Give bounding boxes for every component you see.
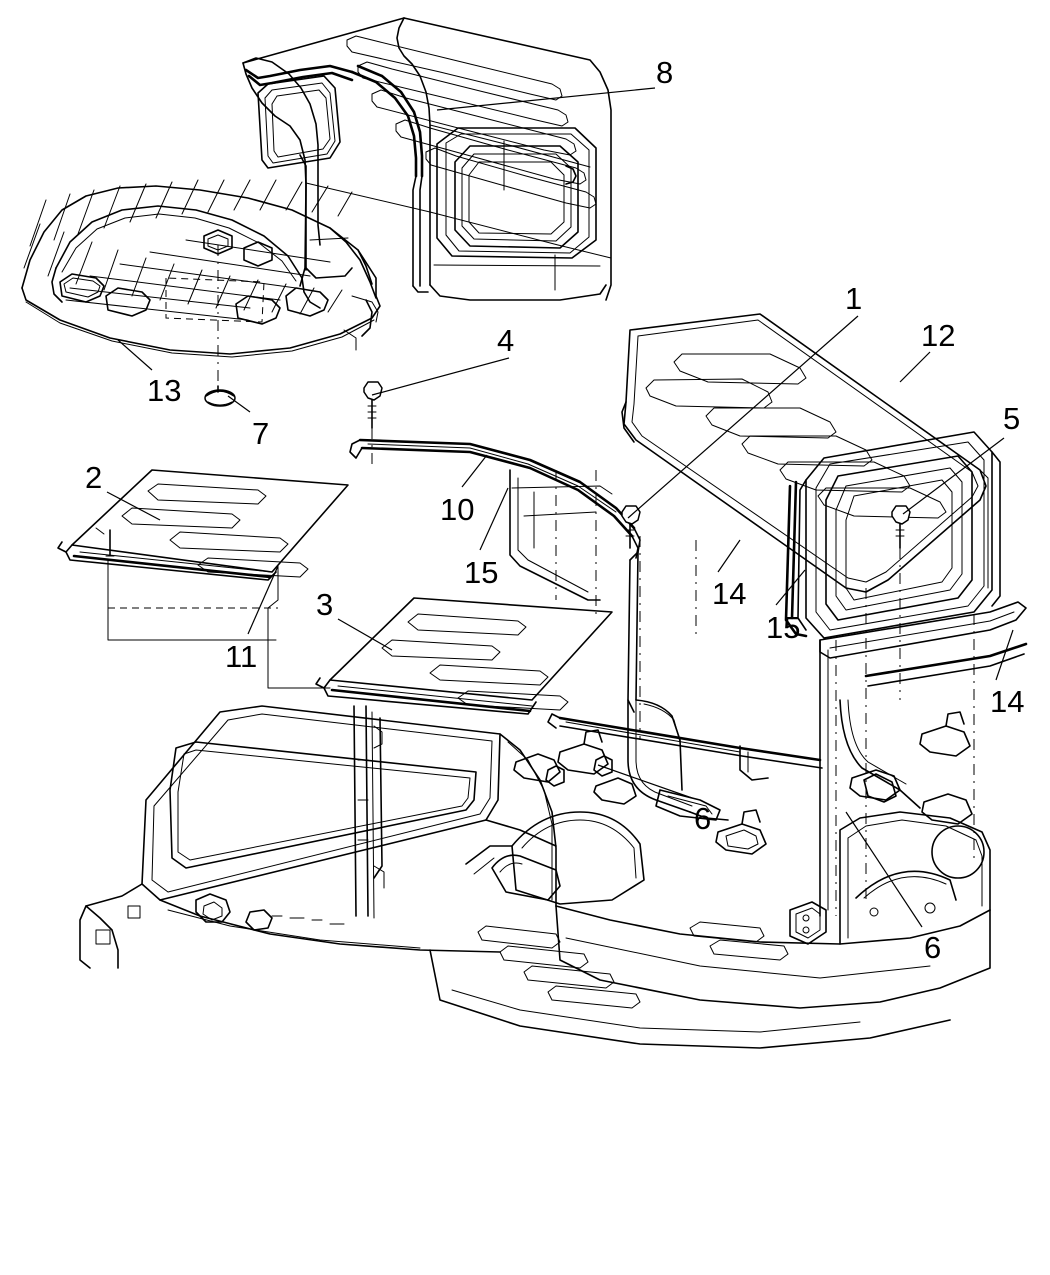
leader-line-6 <box>597 764 693 799</box>
callout-number-12: 12 <box>921 318 956 353</box>
callout-number-6a: 6 <box>694 801 712 836</box>
roof-knob-part-7 <box>204 385 236 407</box>
callout-number-1: 1 <box>845 281 863 316</box>
leader-line-6 <box>845 811 923 928</box>
leader-line-2 <box>106 491 161 521</box>
leader-line-15 <box>775 569 806 606</box>
callout-number-5: 5 <box>1003 401 1021 436</box>
callout-number-4: 4 <box>497 323 515 358</box>
leader-line-1 <box>627 315 859 519</box>
leader-line-5 <box>902 437 1005 515</box>
callout-number-15a: 15 <box>464 555 499 590</box>
callout-leader-lines <box>106 87 1014 928</box>
leader-line-15 <box>479 487 509 551</box>
callout-number-14a: 14 <box>712 576 747 611</box>
leader-line-7 <box>227 395 251 413</box>
callout-number-15b: 15 <box>766 610 801 645</box>
latch-striker-6d <box>921 793 973 825</box>
leader-line-3 <box>337 618 393 651</box>
freedom-panel-part-2 <box>57 469 349 581</box>
leader-line-11 <box>247 565 279 635</box>
leader-line-14 <box>995 629 1014 681</box>
screw-part-4 <box>363 381 383 470</box>
latch-striker-6g <box>593 777 637 805</box>
vehicle-body <box>79 639 1028 1049</box>
leader-line-14 <box>717 539 741 573</box>
latch-striker-6e <box>557 729 609 775</box>
latch-striker-6a <box>715 809 767 855</box>
callout-number-2: 2 <box>85 460 103 495</box>
callout-number-11: 11 <box>225 639 258 674</box>
freedom-panel-part-3 <box>315 597 613 715</box>
callout-number-3: 3 <box>316 587 334 622</box>
latch-striker-6c <box>919 711 971 757</box>
callout-number-7: 7 <box>252 416 270 451</box>
panel-pair-bracket-11 <box>107 559 331 689</box>
callout-number-14b: 14 <box>990 684 1025 719</box>
latch-striker-6b <box>849 769 901 801</box>
callout-number-10: 10 <box>440 492 475 527</box>
latch-striker-6f <box>513 753 561 783</box>
callout-number-13: 13 <box>147 373 182 408</box>
leader-line-4 <box>371 357 510 396</box>
callout-number-8: 8 <box>656 55 674 90</box>
leader-line-12 <box>899 351 931 383</box>
main-hardtop-assembly <box>349 313 1027 916</box>
leader-line-10 <box>461 454 488 488</box>
screw-part-1 <box>621 505 641 549</box>
headliner-interior-view <box>21 179 381 407</box>
leader-line-13 <box>117 339 153 371</box>
screw-part-5 <box>891 505 911 700</box>
callout-number-6b: 6 <box>924 930 942 965</box>
hardtop-top-assembly <box>242 17 612 301</box>
leader-line-8 <box>436 87 656 111</box>
